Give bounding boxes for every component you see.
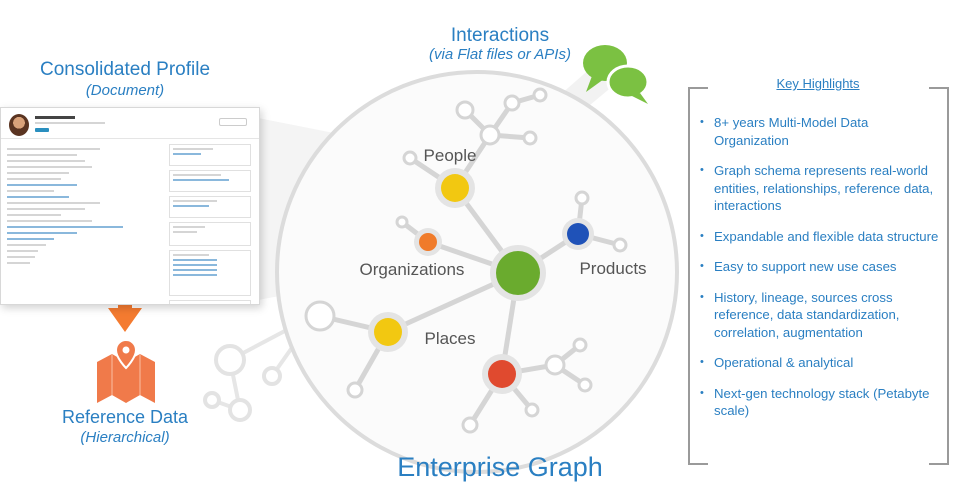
highlight-item: 8+ years Multi-Model Data Organization	[700, 114, 940, 149]
highlight-item: Operational & analytical	[700, 354, 940, 372]
profile-title: Consolidated Profile	[39, 59, 211, 80]
profile-subtitle: (Document)	[85, 82, 165, 99]
products-node	[567, 223, 589, 245]
highlight-item: Next-gen technology stack (Petabyte scal…	[700, 385, 940, 420]
graph-main-nodes	[368, 168, 594, 394]
people-node	[441, 174, 469, 202]
avatar	[9, 114, 29, 136]
profile-action-button	[219, 118, 247, 126]
center-node	[496, 251, 540, 295]
highlight-item: Graph schema represents real-world entit…	[700, 162, 940, 215]
enterprise-graph-title: Enterprise Graph	[397, 452, 603, 482]
reference-subtitle: (Hierarchical)	[80, 429, 170, 446]
profile-name-bar	[35, 116, 75, 119]
places-label: Places	[424, 329, 475, 348]
profile-address-bar	[35, 122, 105, 124]
profile-tag	[35, 128, 49, 132]
chat-bubbles-icon	[583, 45, 650, 104]
organizations-node	[419, 233, 437, 251]
key-highlights-list: 8+ years Multi-Model Data Organization G…	[700, 114, 940, 433]
profile-document-card	[0, 107, 260, 305]
highlight-item: Expandable and flexible data structure	[700, 228, 940, 246]
graph-circle	[275, 70, 679, 474]
graph-minor-nodes	[304, 87, 628, 434]
reference-title: Reference Data	[61, 407, 189, 427]
profile-header	[1, 108, 259, 139]
highlights-bracket-left	[688, 87, 708, 465]
highlight-item: Easy to support new use cases	[700, 258, 940, 276]
key-highlights-title: Key Highlights	[776, 76, 860, 91]
highlights-bracket-right	[929, 87, 949, 465]
profile-attributes	[7, 144, 162, 268]
highlight-item: History, lineage, sources cross referenc…	[700, 289, 940, 342]
bottom-node	[488, 360, 516, 388]
people-label: People	[424, 146, 477, 165]
profile-side-panels	[169, 144, 251, 304]
products-label: Products	[579, 259, 646, 278]
organizations-label: Organizations	[360, 260, 465, 279]
map-pin-icon	[97, 338, 155, 403]
interactions-subtitle: (via Flat files or APIs)	[429, 46, 571, 63]
interactions-title: Interactions	[450, 25, 550, 46]
places-node	[374, 318, 402, 346]
